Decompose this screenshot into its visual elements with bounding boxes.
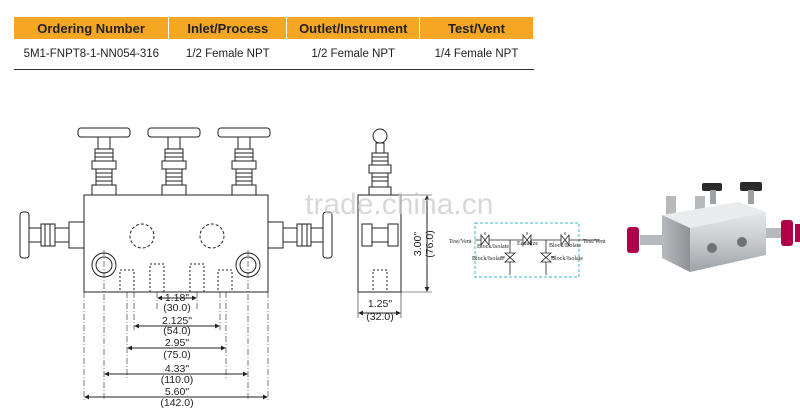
handle-left xyxy=(77,127,131,196)
header-inlet-process: Inlet/Process xyxy=(168,17,288,39)
dim-5-in: 5.60" xyxy=(165,386,189,398)
cell-outlet-instrument: 1/2 Female NPT xyxy=(286,39,420,70)
label-test-vent-left: Test/Vent xyxy=(449,239,472,245)
dim-4-in: 4.33" xyxy=(165,363,189,375)
product-photo xyxy=(627,182,800,272)
dim-1-mm: (30.0) xyxy=(163,302,190,314)
watermark: trade.china.cn xyxy=(305,188,493,221)
cell-test-vent: 1/4 Female NPT xyxy=(419,39,534,70)
front-view-drawing xyxy=(19,127,333,402)
label-block-isolate-top-right: Block/Isolate xyxy=(549,243,581,249)
side-height-mm: (76.0) xyxy=(424,230,436,257)
label-test-vent-right: Test/Vent xyxy=(583,239,606,245)
side-width-mm: (32.0) xyxy=(366,311,393,323)
manifold-body xyxy=(83,194,269,293)
header-test-vent: Test/Vent xyxy=(419,17,534,39)
dim-3-mm: (75.0) xyxy=(163,349,190,361)
label-equalize: Equalize xyxy=(517,241,538,247)
table-header-row: Ordering Number Inlet/Process Outlet/Ins… xyxy=(14,17,534,39)
side-height-in: 3.00" xyxy=(412,232,424,256)
handle-right xyxy=(217,127,271,196)
side-view-dimensions: 1.25" (32.0) 3.00" (76.0) xyxy=(366,230,436,323)
dim-1-in: 1.18" xyxy=(165,292,189,304)
ordering-table: Ordering Number Inlet/Process Outlet/Ins… xyxy=(14,17,534,70)
side-valve-right xyxy=(267,211,333,259)
label-block-isolate-top-left: Block/Isolate xyxy=(477,244,509,250)
side-view-drawing xyxy=(357,128,432,318)
table-row: 5M1-FNPT8-1-NN054-316 1/2 Female NPT 1/2… xyxy=(14,39,534,70)
header-outlet-instrument: Outlet/Instrument xyxy=(286,17,421,39)
dim-3-in: 2.95" xyxy=(165,337,189,349)
dim-2-in: 2.125" xyxy=(162,315,192,327)
header-ordering-number: Ordering Number xyxy=(14,17,170,39)
label-block-isolate-bottom-right: Block/Isolate xyxy=(551,256,583,262)
label-block-isolate-bottom-left: Block/Isolate xyxy=(472,256,504,262)
side-valve-left xyxy=(19,211,85,259)
valve-schematic: Test/Vent Block/Isolate Equalize Block/I… xyxy=(449,222,606,278)
cell-ordering-number: 5M1-FNPT8-1-NN054-316 xyxy=(14,39,169,70)
side-width-in: 1.25" xyxy=(368,298,392,310)
dim-5-mm: (142.0) xyxy=(160,397,193,409)
dim-4-mm: (110.0) xyxy=(161,374,194,386)
front-view-dimensions: 1.18" (30.0) 2.125" (54.0) 2.95" (75.0) … xyxy=(160,292,193,409)
dim-2-mm: (54.0) xyxy=(163,325,190,337)
handle-middle xyxy=(147,127,201,196)
cell-inlet-process: 1/2 Female NPT xyxy=(168,39,287,70)
